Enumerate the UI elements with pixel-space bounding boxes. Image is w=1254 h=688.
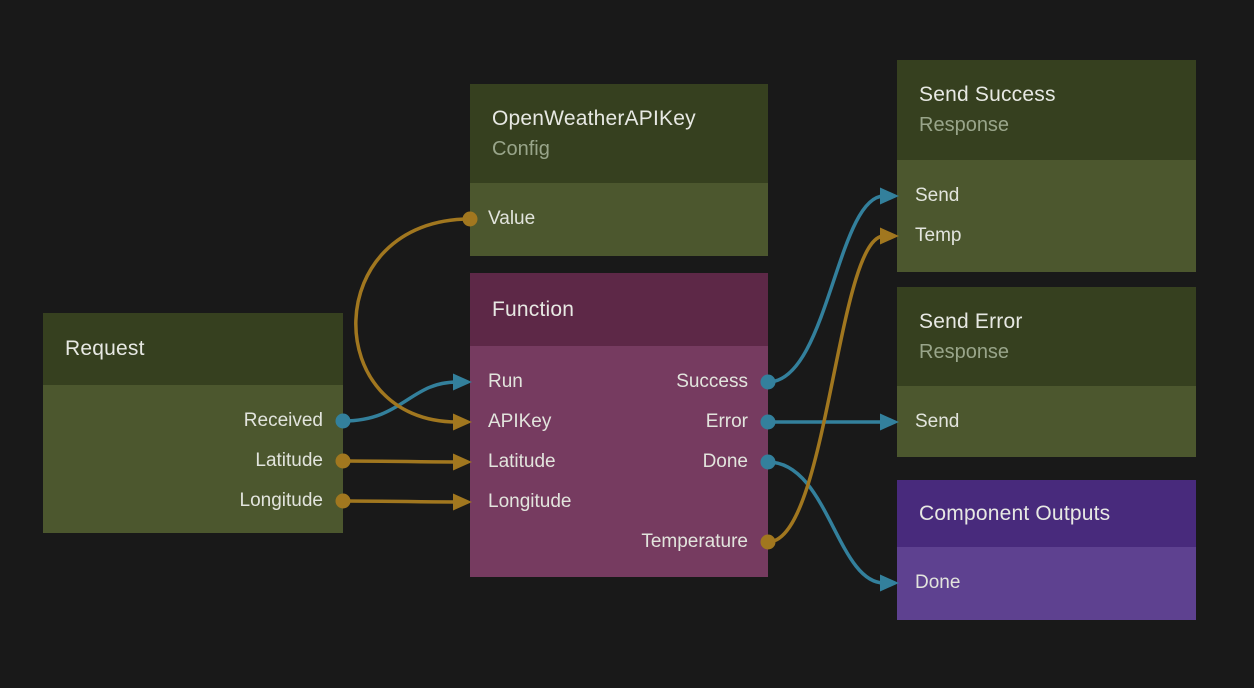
input-port-longitude[interactable]: Longitude <box>488 491 572 512</box>
node-openweatherapikey[interactable]: OpenWeatherAPIKey Config Value <box>470 84 768 256</box>
output-port-longitude[interactable]: Longitude <box>239 490 323 511</box>
node-header: Send Error Response <box>897 287 1196 386</box>
node-title: Send Error <box>919 309 1023 333</box>
input-port-latitude[interactable]: Latitude <box>488 451 556 472</box>
edge-openweather-Value-to-function-APIKey <box>354 217 471 424</box>
output-port-error[interactable]: Error <box>705 411 748 432</box>
input-port-send[interactable]: Send <box>915 411 960 432</box>
node-title: Request <box>65 337 145 360</box>
node-title: Component Outputs <box>919 501 1111 525</box>
node-title: OpenWeatherAPIKey <box>492 106 696 130</box>
input-port-done[interactable]: Done <box>915 572 961 593</box>
node-title: Send Success <box>919 83 1056 106</box>
node-body: Value <box>470 183 768 256</box>
output-port-temperature[interactable]: Temperature <box>641 531 748 552</box>
input-port-temp[interactable]: Temp <box>915 225 962 246</box>
node-title: Function <box>492 297 575 321</box>
node-header: Component Outputs <box>897 480 1196 547</box>
edge-request-Received-to-function-Run <box>342 380 458 423</box>
node-subtitle: Response <box>919 114 1010 136</box>
node-body: Done <box>897 547 1196 620</box>
input-port-run[interactable]: Run <box>488 371 523 392</box>
node-body: Send <box>897 386 1196 457</box>
edge-function-Success-to-send_success-Send <box>767 194 885 384</box>
node-component-outputs[interactable]: Component Outputs Done <box>897 480 1196 620</box>
node-send-error[interactable]: Send Error Response Send <box>897 287 1196 457</box>
node-header: OpenWeatherAPIKey Config <box>470 84 768 183</box>
output-port-latitude[interactable]: Latitude <box>255 450 323 471</box>
input-port-apikey[interactable]: APIKey <box>488 411 552 432</box>
edge-function-Done-to-component_outputs-Done <box>767 460 885 585</box>
edge-request-Longitude-to-function-Longitude <box>342 499 458 504</box>
output-port-received[interactable]: Received <box>243 410 323 431</box>
node-subtitle: Config <box>492 137 550 160</box>
node-header: Send Success Response <box>897 60 1196 160</box>
node-header: Function <box>470 273 768 346</box>
input-port-send[interactable]: Send <box>915 185 960 206</box>
output-port-value[interactable]: Value <box>488 208 536 229</box>
node-header: Request <box>43 313 343 385</box>
output-port-success[interactable]: Success <box>676 371 748 392</box>
edge-request-Latitude-to-function-Latitude <box>342 459 458 464</box>
edge-function-Temperature-to-send_success-Temp <box>767 234 885 544</box>
output-port-done[interactable]: Done <box>702 451 748 472</box>
node-subtitle: Response <box>919 340 1010 363</box>
